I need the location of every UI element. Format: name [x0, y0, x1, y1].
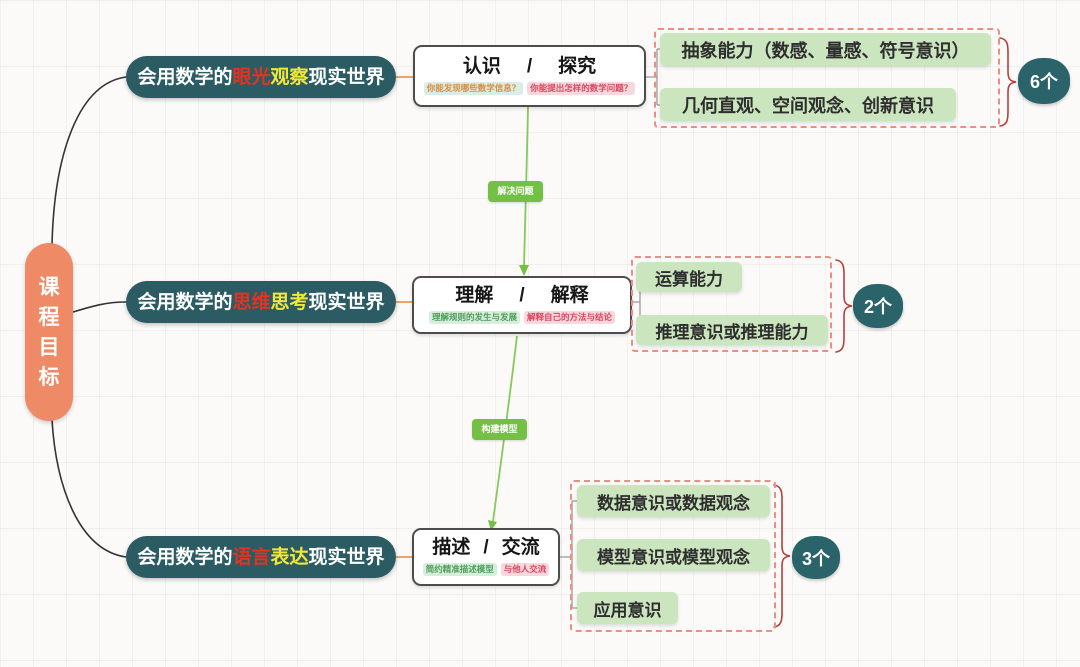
goal-highlight-yellow: 思考	[270, 291, 309, 313]
process-title-sep: /	[483, 537, 489, 559]
ability-group-1	[654, 28, 1000, 128]
ability-node[interactable]: 抽象能力（数感、量感、符号意识）	[660, 33, 991, 66]
edge-root-observe	[51, 76, 127, 246]
ability-node[interactable]: 数据意识或数据观念	[577, 485, 770, 517]
process-title-sep: /	[526, 56, 533, 78]
root-char: 标	[38, 365, 60, 389]
question-tag-green: 简约精准描述模型	[422, 563, 497, 576]
goal-node-observe[interactable]: 会用数学的眼光观察现实世界	[126, 56, 396, 98]
edge-label-build-model[interactable]: 构建模型	[472, 419, 527, 440]
count-badge-2[interactable]: 2个	[853, 284, 903, 328]
goal-text: 现实世界	[308, 66, 385, 88]
root-node[interactable]: 课 程 目 标	[25, 243, 73, 421]
process-node-3[interactable]: 描述 / 交流 简约精准描述模型 与他人交流	[412, 528, 560, 586]
ability-node[interactable]: 几何直观、空间观念、创新意识	[660, 88, 956, 121]
process-node-2[interactable]: 理解 / 解释 理解规则的发生与发展 解释自己的方法与结论	[412, 276, 632, 334]
brace-group-3	[773, 484, 791, 628]
goal-node-express[interactable]: 会用数学的语言表达现实世界	[126, 536, 396, 578]
goal-text: 现实世界	[308, 291, 385, 313]
goal-highlight-red: 语言	[232, 546, 271, 568]
goal-highlight-yellow: 表达	[270, 546, 309, 568]
ability-group-3	[570, 480, 776, 632]
ability-node[interactable]: 模型意识或模型观念	[577, 539, 770, 571]
question-tag-pink: 与他人交流	[500, 563, 550, 576]
question-tag-green: 理解规则的发生与发展	[428, 311, 520, 324]
ability-node[interactable]: 推理意识或推理能力	[636, 315, 828, 345]
question-tag-pink: 你能提出怎样的数学问题？	[527, 82, 636, 95]
edge-root-express	[51, 419, 127, 558]
goal-node-think[interactable]: 会用数学的思维思考现实世界	[126, 281, 396, 323]
goal-text: 会用数学的	[137, 291, 233, 313]
process-title-left: 认识	[462, 56, 501, 78]
count-badge-1[interactable]: 6个	[1018, 58, 1070, 104]
question-tag-green: 你能发现哪些数学信息？	[423, 82, 524, 95]
goal-highlight-yellow: 观察	[270, 66, 309, 88]
process-title-right: 探究	[558, 56, 597, 78]
process-title-left: 描述	[432, 537, 471, 559]
process-title-right: 交流	[501, 537, 540, 559]
ability-group-2	[631, 256, 832, 352]
count-badge-3[interactable]: 3个	[792, 536, 840, 579]
brace-group-1	[999, 37, 1017, 127]
ability-node[interactable]: 运算能力	[636, 262, 742, 292]
process-node-1[interactable]: 认识 / 探究 你能发现哪些数学信息？ 你能提出怎样的数学问题？	[413, 45, 646, 107]
root-char: 课	[38, 275, 60, 299]
edge-root-think	[72, 301, 127, 313]
process-title-left: 理解	[455, 285, 494, 307]
arrowhead-flow-1	[519, 265, 529, 276]
root-char: 目	[38, 335, 60, 359]
goal-highlight-red: 思维	[232, 291, 271, 313]
goal-text: 会用数学的	[137, 66, 233, 88]
ability-node[interactable]: 应用意识	[577, 592, 678, 624]
goal-highlight-red: 眼光	[232, 66, 271, 88]
process-title-sep: /	[519, 285, 525, 307]
brace-group-2	[835, 259, 853, 353]
goal-text: 现实世界	[308, 546, 385, 568]
goal-text: 会用数学的	[137, 546, 233, 568]
process-title-right: 解释	[550, 285, 589, 307]
question-tag-pink: 解释自己的方法与结论	[524, 311, 616, 324]
root-char: 程	[38, 305, 60, 329]
edge-label-solve-problem[interactable]: 解决问题	[488, 181, 543, 202]
